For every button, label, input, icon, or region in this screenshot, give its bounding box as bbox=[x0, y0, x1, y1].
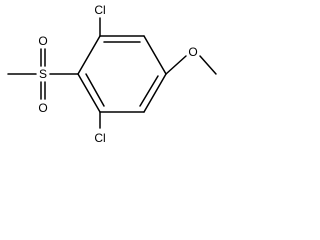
atom-label-oxygen-methoxy: O bbox=[188, 45, 197, 59]
atom-label-sulfur: S bbox=[39, 67, 47, 81]
atom-label-oxygen-sulfonyl-top: O bbox=[38, 34, 47, 48]
ring-double-bond-right bbox=[139, 75, 159, 107]
ring-double-bond-left bbox=[85, 73, 105, 107]
ring-bond-c2-c3 bbox=[143, 35, 167, 75]
bond-oxygen-methyl bbox=[199, 55, 217, 75]
molecule-diagram: Cl Cl S O O O bbox=[0, 0, 227, 156]
ring-bond-c5-c6 bbox=[77, 73, 101, 113]
ring-bond-c3-c4 bbox=[143, 73, 167, 113]
bond-c3-oxygen-methoxy bbox=[165, 55, 187, 75]
atom-label-oxygen-sulfonyl-bottom: O bbox=[38, 101, 47, 115]
atom-label-cl-top: Cl bbox=[94, 3, 105, 17]
atom-label-cl-bottom: Cl bbox=[94, 131, 105, 145]
ring-bond-c6-c1 bbox=[77, 35, 101, 75]
structure-drawing: Cl Cl S O O O bbox=[7, 3, 217, 145]
